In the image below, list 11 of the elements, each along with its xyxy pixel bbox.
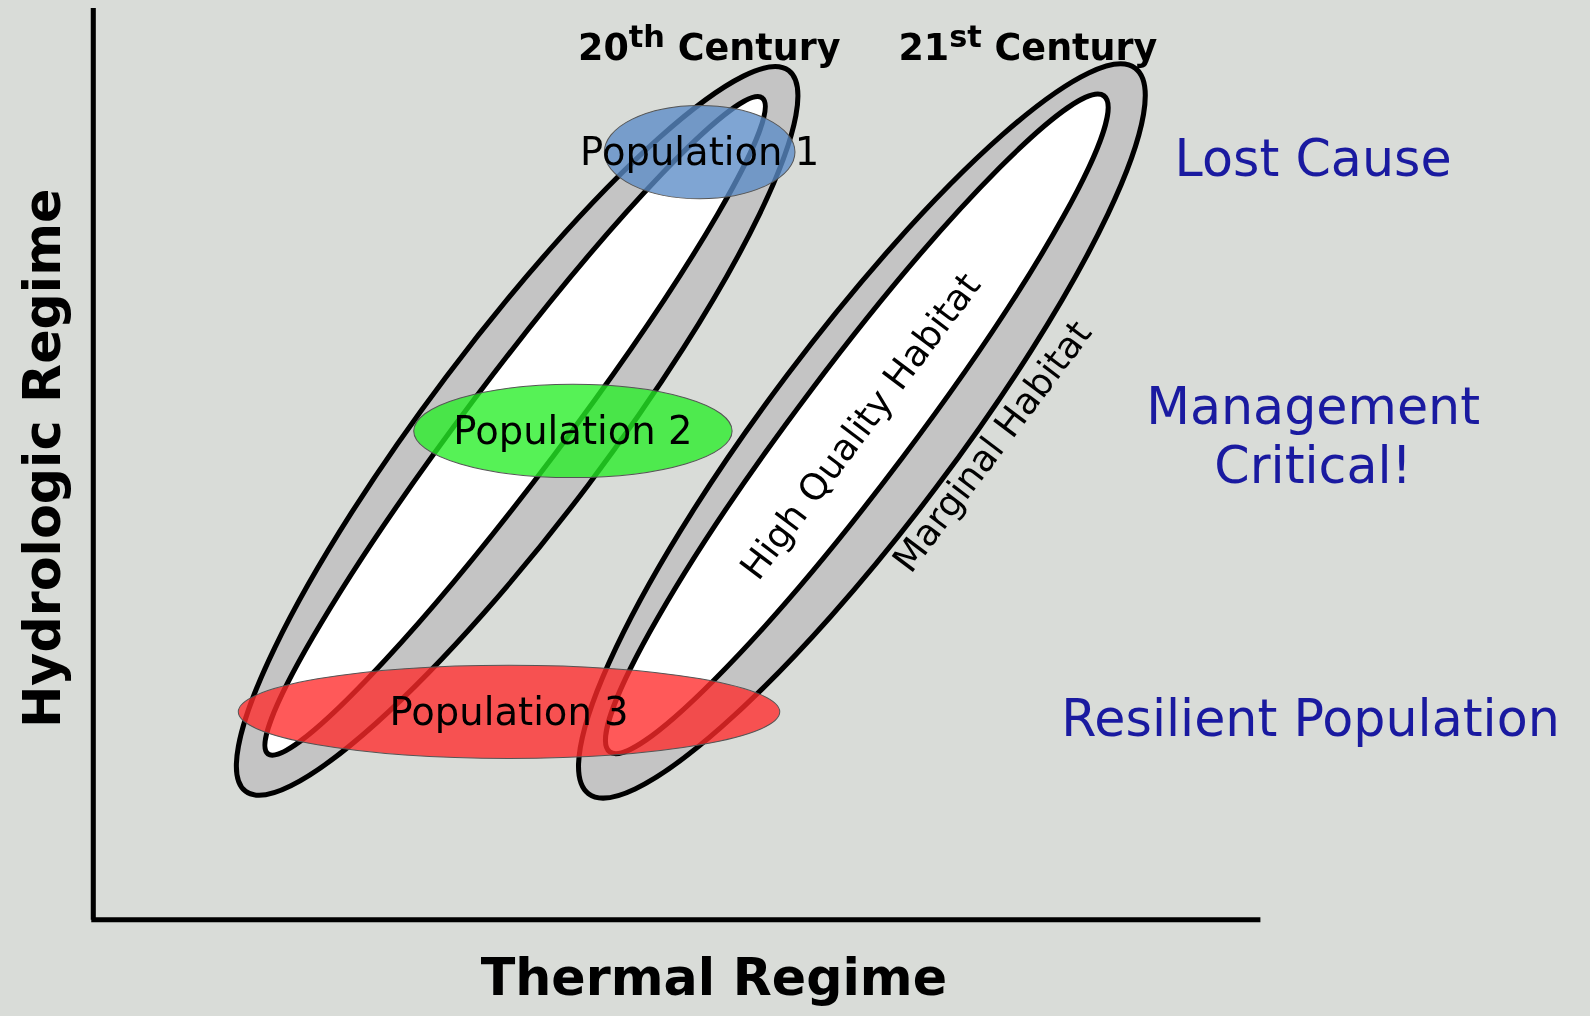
axis-title: Thermal Regime xyxy=(480,948,948,1007)
century-heading: 20$^{th}$ Century xyxy=(578,18,841,68)
population-ellipse xyxy=(237,664,781,760)
zone-label: Management Critical! xyxy=(1145,377,1482,495)
population-label: Population 1 xyxy=(580,129,820,175)
population-label: Population 2 xyxy=(453,408,693,454)
zone-label: Resilient Population xyxy=(1060,689,1561,749)
population-label: Population 3 xyxy=(389,689,629,735)
century-heading: 21$^{st}$ Century xyxy=(898,18,1158,68)
zone-label: Lost Cause xyxy=(1173,129,1453,189)
axis-title: Hydrologic Regime xyxy=(13,188,72,729)
